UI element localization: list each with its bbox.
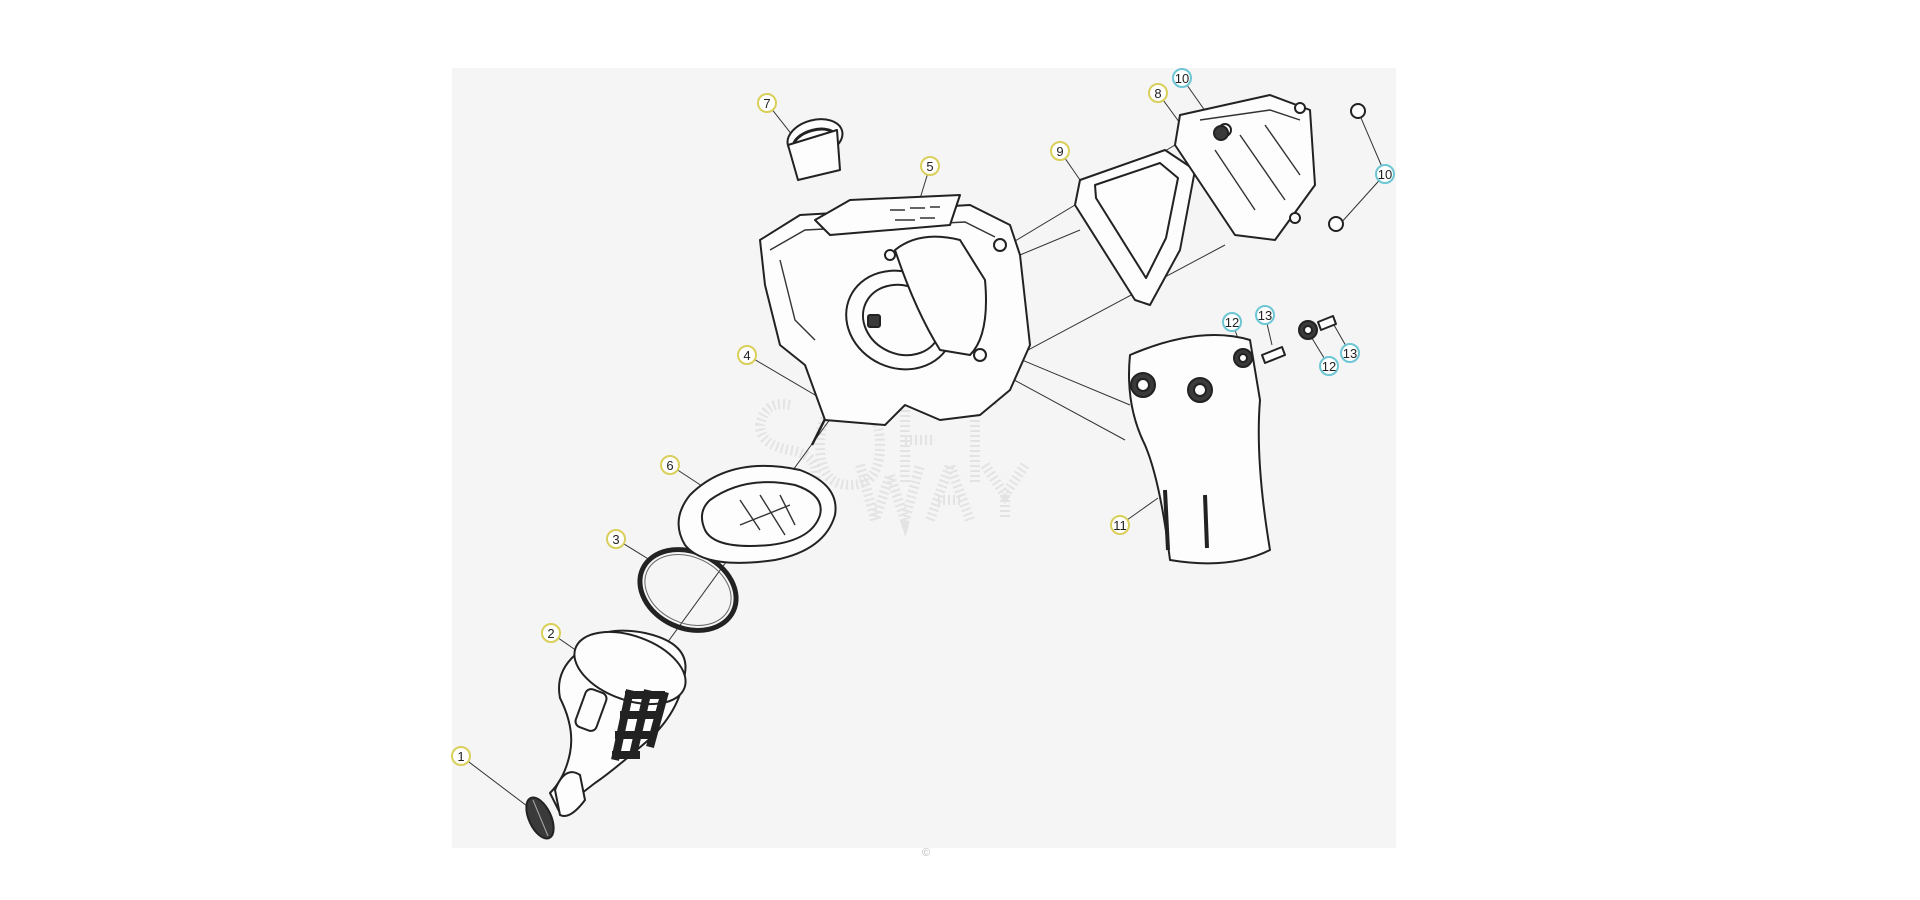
callout-13: 13 [1255,305,1275,325]
callout-13: 13 [1340,343,1360,363]
callout-circle [1319,356,1339,376]
part-10-nuts [1213,103,1366,232]
callout-circle [920,156,940,176]
callout-circle [1255,305,1275,325]
callout-label: 3 [612,532,619,547]
callout-label: 6 [666,458,673,473]
callout-label: 13 [1258,308,1272,323]
callout-label: 12 [1322,359,1336,374]
part-6-air-filter [677,464,837,564]
callout-label: 12 [1225,315,1239,330]
callout-5: 5 [920,156,940,176]
callout-circle [606,529,626,549]
callout-circle [737,345,757,365]
callout-label: 9 [1056,144,1063,159]
callout-1: 1 [451,746,471,766]
callout-circle [1110,515,1130,535]
callout-12: 12 [1319,356,1339,376]
copyright-text: © [922,847,930,859]
callout-circle [757,93,777,113]
callout-circle [1340,343,1360,363]
callout-10: 10 [1375,164,1395,184]
callout-8: 8 [1148,83,1168,103]
callout-circle [1222,312,1242,332]
callout-4: 4 [737,345,757,365]
part-1-cap [525,796,555,840]
callout-label: 5 [926,159,933,174]
callout-label: 10 [1378,167,1392,182]
part-8-cover [1174,94,1316,241]
part-7-inlet-snorkel [786,118,844,181]
part-2-intake-boot [549,629,687,817]
callout-circle [660,455,680,475]
callout-label: 10 [1175,71,1189,86]
callout-label: 1 [457,749,464,764]
callout-label: 2 [547,626,554,641]
callout-3: 3 [606,529,626,549]
part-9-gasket-frame [1074,149,1196,306]
callout-circle [541,623,561,643]
callout-label: 11 [1113,518,1127,533]
callout-2: 2 [541,623,561,643]
callout-12: 12 [1222,312,1242,332]
callout-label: 13 [1343,346,1357,361]
callout-label: 7 [763,96,770,111]
callout-circle [1050,141,1070,161]
callout-label: 8 [1154,86,1161,101]
callout-9: 9 [1050,141,1070,161]
callout-circle [1172,68,1192,88]
callout-7: 7 [757,93,777,113]
callout-11: 11 [1110,515,1130,535]
part-5-airbox [759,194,1031,426]
part-11-intake-duct [1128,334,1271,565]
callout-circle [451,746,471,766]
callout-10: 10 [1172,68,1192,88]
callout-circle [1375,164,1395,184]
callout-6: 6 [660,455,680,475]
part-12-13-fasteners [1233,315,1337,368]
callout-circle [1148,83,1168,103]
callout-label: 4 [743,348,750,363]
